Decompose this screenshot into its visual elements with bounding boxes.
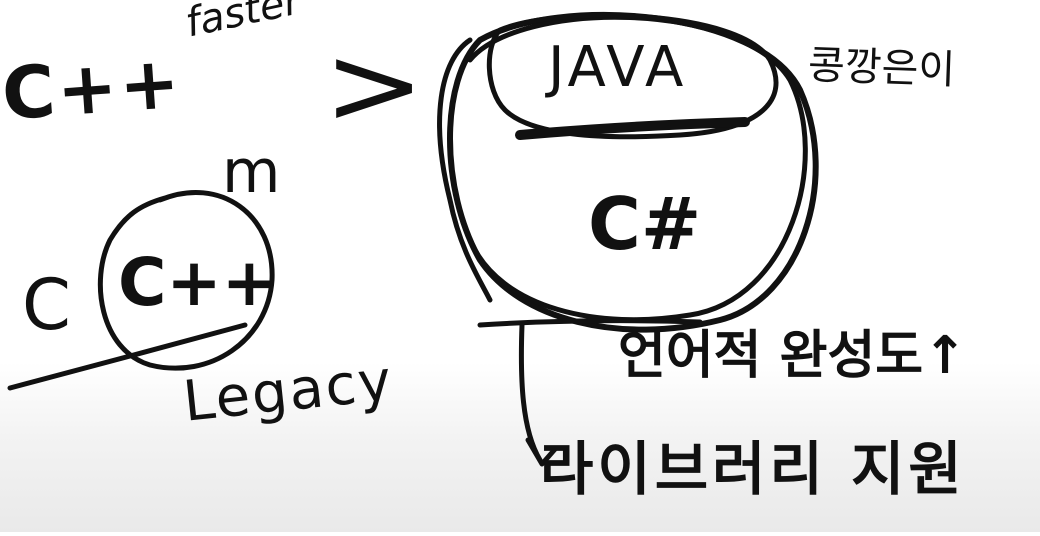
language-completeness-label: 언어적 완성도↑	[618, 326, 967, 386]
cpp-circle-stroke	[97, 189, 275, 371]
java-label: JAVA	[548, 35, 688, 100]
divider-stroke	[515, 117, 750, 140]
c-label: C	[22, 264, 71, 346]
legacy-underline	[7, 322, 248, 391]
base-line-stroke	[477, 318, 703, 328]
java-oval-stroke	[486, 12, 779, 140]
left-lobe-stroke	[437, 37, 493, 303]
cpp-circled-label: C++	[118, 244, 278, 321]
greater-than-sign: >	[323, 21, 425, 149]
arrow-head	[525, 437, 559, 467]
m-label: m	[222, 137, 281, 207]
library-support-label: 라이브러리 지원	[540, 435, 966, 503]
csharp-label: C#	[588, 182, 702, 266]
right-note-label: 콩깡은이	[807, 42, 956, 94]
cpp-label: C++	[0, 39, 185, 137]
